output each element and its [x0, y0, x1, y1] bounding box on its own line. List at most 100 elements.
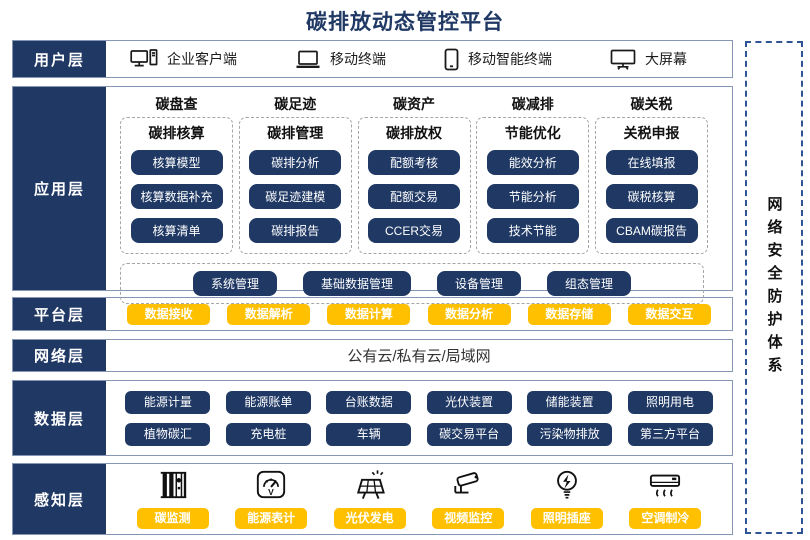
sensor-label: 光伏发电 — [333, 508, 406, 529]
column-group-title: 碳排放权 — [386, 125, 442, 141]
data-source: 能源账单 — [225, 390, 311, 414]
layer-user-content: 企业客户端 移动终端 — [106, 41, 732, 77]
svg-text:V: V — [268, 487, 274, 497]
layer-application: 应用层 碳盘查 碳排核算 核算模型 核算数据补充 核算清单 — [12, 86, 733, 304]
sensor-label: 碳监测 — [136, 508, 209, 529]
data-source-row: 能源计量 能源账单 台账数据 光伏装置 储能装置 照明用电 — [106, 390, 732, 414]
layer-perception-content: 碳监测 V 能源表计 — [106, 464, 732, 534]
app-column-carbon-footprint: 碳足迹 碳排管理 碳排分析 碳足迹建模 碳排报告 — [238, 94, 352, 254]
app-module: 碳足迹建模 — [249, 184, 342, 209]
layer-data-content: 能源计量 能源账单 台账数据 光伏装置 储能装置 照明用电 植物碳汇 充电桩 车… — [106, 381, 732, 455]
layer-user-label: 用户层 — [13, 41, 106, 77]
application-columns: 碳盘查 碳排核算 核算模型 核算数据补充 核算清单 碳足迹 碳排管理 — [106, 94, 732, 254]
sensor-label: 视频监控 — [432, 508, 505, 529]
app-module: CCER交易 — [368, 218, 460, 243]
app-module: 配额交易 — [368, 184, 460, 209]
app-module: 技术节能 — [486, 218, 579, 243]
platform-capability: 数据交互 — [627, 303, 711, 325]
lighting-socket-icon — [550, 469, 584, 501]
app-module: 节能分析 — [486, 184, 579, 209]
user-device-enterprise: 企业客户端 — [130, 49, 237, 69]
app-column-carbon-reduction: 碳减排 节能优化 能效分析 节能分析 技术节能 — [476, 94, 590, 254]
sensor-energy-meter: V 能源表计 — [235, 469, 308, 529]
security-panel-label: 网络安全防护体系 — [765, 195, 783, 380]
sensor-video-surveillance: 视频监控 — [432, 469, 505, 529]
app-column-carbon-inventory: 碳盘查 碳排核算 核算模型 核算数据补充 核算清单 — [120, 94, 233, 254]
column-box: 碳排核算 核算模型 核算数据补充 核算清单 — [120, 117, 233, 254]
solar-power-icon — [353, 469, 387, 501]
data-source: 台账数据 — [326, 390, 412, 414]
column-header: 碳盘查 — [155, 96, 198, 112]
app-module: 在线填报 — [605, 150, 698, 175]
big-screen-icon — [610, 49, 636, 70]
column-group-title: 碳排核算 — [148, 125, 205, 141]
sensor-lighting-socket: 照明插座 — [530, 469, 603, 529]
app-module: 配额考核 — [368, 150, 460, 175]
layer-network: 网络层 公有云/私有云/局域网 — [12, 339, 733, 372]
sensor-carbon-monitor: 碳监测 — [136, 469, 209, 529]
layer-platform-content: 数据接收 数据解析 数据计算 数据分析 数据存储 数据交互 — [106, 298, 732, 330]
app-module: 核算数据补充 — [130, 184, 223, 209]
app-common-module: 系统管理 — [192, 271, 277, 296]
sensor-solar-power: 光伏发电 — [333, 469, 406, 529]
laptop-icon — [295, 50, 321, 69]
layer-platform: 平台层 数据接收 数据解析 数据计算 数据分析 数据存储 数据交互 — [12, 297, 733, 331]
app-column-carbon-asset: 碳资产 碳排放权 配额考核 配额交易 CCER交易 — [357, 94, 471, 254]
app-module: 碳排分析 — [249, 150, 342, 175]
data-source: 污染物排放 — [527, 422, 613, 446]
data-source: 第三方平台 — [627, 422, 713, 446]
layer-stack: 用户层 企业客户端 — [12, 40, 733, 535]
sensor-label: 空调制冷 — [629, 508, 702, 529]
app-common-modules-box: 系统管理 基础数据管理 设备管理 组态管理 — [120, 263, 704, 304]
platform-capability: 数据计算 — [327, 303, 411, 325]
user-device-smart-terminal: 移动智能终端 — [444, 48, 552, 71]
app-common-module: 设备管理 — [437, 271, 522, 296]
data-source: 植物碳汇 — [125, 422, 211, 446]
column-header: 碳足迹 — [274, 96, 317, 112]
smartphone-icon — [444, 48, 459, 71]
air-conditioner-icon — [648, 469, 682, 501]
user-device-big-screen: 大屏幕 — [610, 49, 687, 70]
data-source: 能源计量 — [125, 390, 211, 414]
layer-network-content: 公有云/私有云/局域网 — [106, 340, 732, 371]
layer-application-label: 应用层 — [13, 87, 106, 290]
diagram-body: 用户层 企业客户端 — [12, 40, 803, 535]
user-device-mobile-terminal: 移动终端 — [295, 49, 386, 69]
data-source: 车辆 — [326, 422, 412, 446]
sensor-label: 照明插座 — [530, 508, 603, 529]
security-panel: 网络安全防护体系 — [745, 41, 803, 534]
app-module: 能效分析 — [486, 150, 579, 175]
column-header: 碳关税 — [630, 96, 673, 112]
user-device-label: 大屏幕 — [645, 51, 687, 67]
platform-capability: 数据解析 — [227, 303, 311, 325]
user-device-label: 移动终端 — [330, 51, 386, 67]
data-source-row: 植物碳汇 充电桩 车辆 碳交易平台 污染物排放 第三方平台 — [106, 422, 732, 446]
data-source: 储能装置 — [527, 390, 613, 414]
data-source: 充电桩 — [225, 422, 311, 446]
layer-data: 数据层 能源计量 能源账单 台账数据 光伏装置 储能装置 照明用电 植物碳汇 充… — [12, 380, 733, 456]
data-source: 光伏装置 — [426, 390, 512, 414]
app-common-module: 组态管理 — [547, 271, 632, 296]
layer-network-label: 网络层 — [13, 340, 106, 371]
app-module: CBAM碳报告 — [605, 218, 698, 243]
layer-perception-label: 感知层 — [13, 464, 106, 534]
column-group-title: 关税申报 — [623, 125, 680, 141]
layer-application-content: 碳盘查 碳排核算 核算模型 核算数据补充 核算清单 碳足迹 碳排管理 — [106, 87, 732, 304]
column-box: 节能优化 能效分析 节能分析 技术节能 — [476, 117, 590, 254]
layer-data-label: 数据层 — [13, 381, 106, 455]
layer-perception: 感知层 — [12, 463, 733, 535]
sensor-air-conditioner: 空调制冷 — [629, 469, 702, 529]
platform-capability: 数据分析 — [427, 303, 511, 325]
page-title: 碳排放动态管控平台 — [306, 11, 504, 34]
sensor-label: 能源表计 — [235, 508, 308, 529]
column-box: 碳排放权 配额考核 配额交易 CCER交易 — [357, 117, 471, 254]
app-module: 碳税核算 — [605, 184, 698, 209]
column-group-title: 节能优化 — [504, 125, 561, 141]
app-module: 碳排报告 — [249, 218, 342, 243]
data-source: 照明用电 — [627, 390, 713, 414]
column-box: 关税申报 在线填报 碳税核算 CBAM碳报告 — [595, 117, 708, 254]
user-device-label: 移动智能终端 — [468, 51, 552, 67]
carbon-monitor-icon — [156, 469, 190, 501]
column-box: 碳排管理 碳排分析 碳足迹建模 碳排报告 — [238, 117, 352, 254]
